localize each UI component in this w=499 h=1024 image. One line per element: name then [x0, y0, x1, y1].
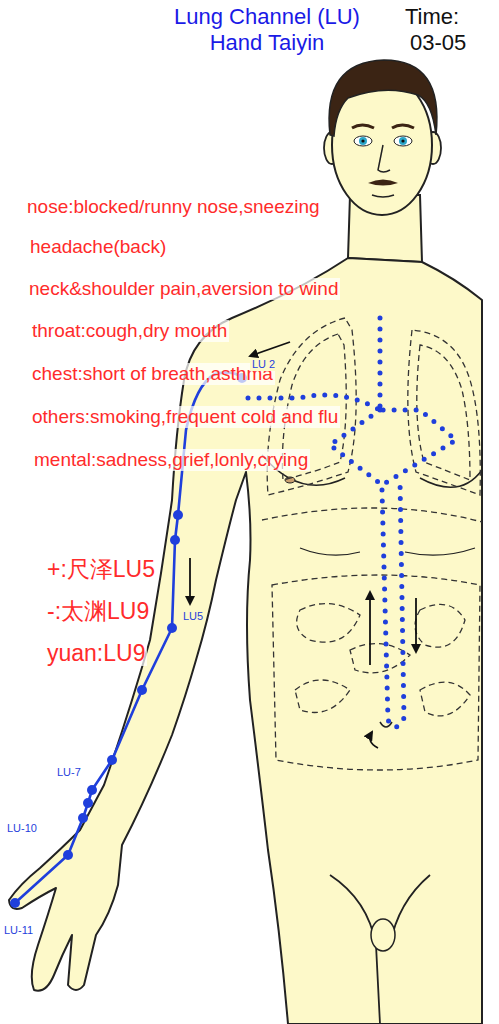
acupoint-text: yuan:LU9	[45, 640, 147, 666]
leg-line	[330, 875, 380, 1024]
symptom-text: throat:cough,dry mouth	[30, 320, 229, 342]
acupoint-text: +:尺泽LU5	[45, 556, 157, 582]
acupoint-text: -:太渊LU9	[45, 598, 151, 624]
time-value: 03-05	[408, 30, 468, 55]
torso-arm	[9, 258, 482, 1024]
symptom-text: nose:blocked/runny nose,sneezing	[25, 196, 322, 218]
point-label: LU-11	[2, 924, 35, 937]
symptom-text: others:smoking,frequent cold and flu	[30, 406, 340, 428]
subtitle-text: Hand Taiyin	[130, 30, 404, 55]
point-label: LU5	[181, 610, 205, 623]
time-label: Time:	[403, 4, 461, 29]
abs-line	[300, 548, 475, 555]
symptom-text: mental:sadness,grief,lonly,crying	[32, 449, 310, 471]
point-label: LU 2	[250, 358, 277, 371]
point-label: LU-10	[5, 822, 39, 835]
organ-outline	[262, 318, 482, 770]
groin	[371, 919, 395, 951]
flow-arrow	[190, 342, 416, 748]
title-text: Lung Channel (LU)	[130, 4, 404, 29]
pec-line	[420, 470, 482, 487]
symptom-text: headache(back)	[28, 236, 168, 258]
internal-channel	[248, 318, 456, 727]
symptom-text: chest:short of breath,asthma	[30, 363, 275, 385]
leg-line	[390, 875, 430, 945]
point-label: LU-7	[55, 766, 83, 779]
head	[324, 60, 441, 215]
symptom-text: neck&shoulder pain,aversion to wind	[27, 278, 340, 300]
